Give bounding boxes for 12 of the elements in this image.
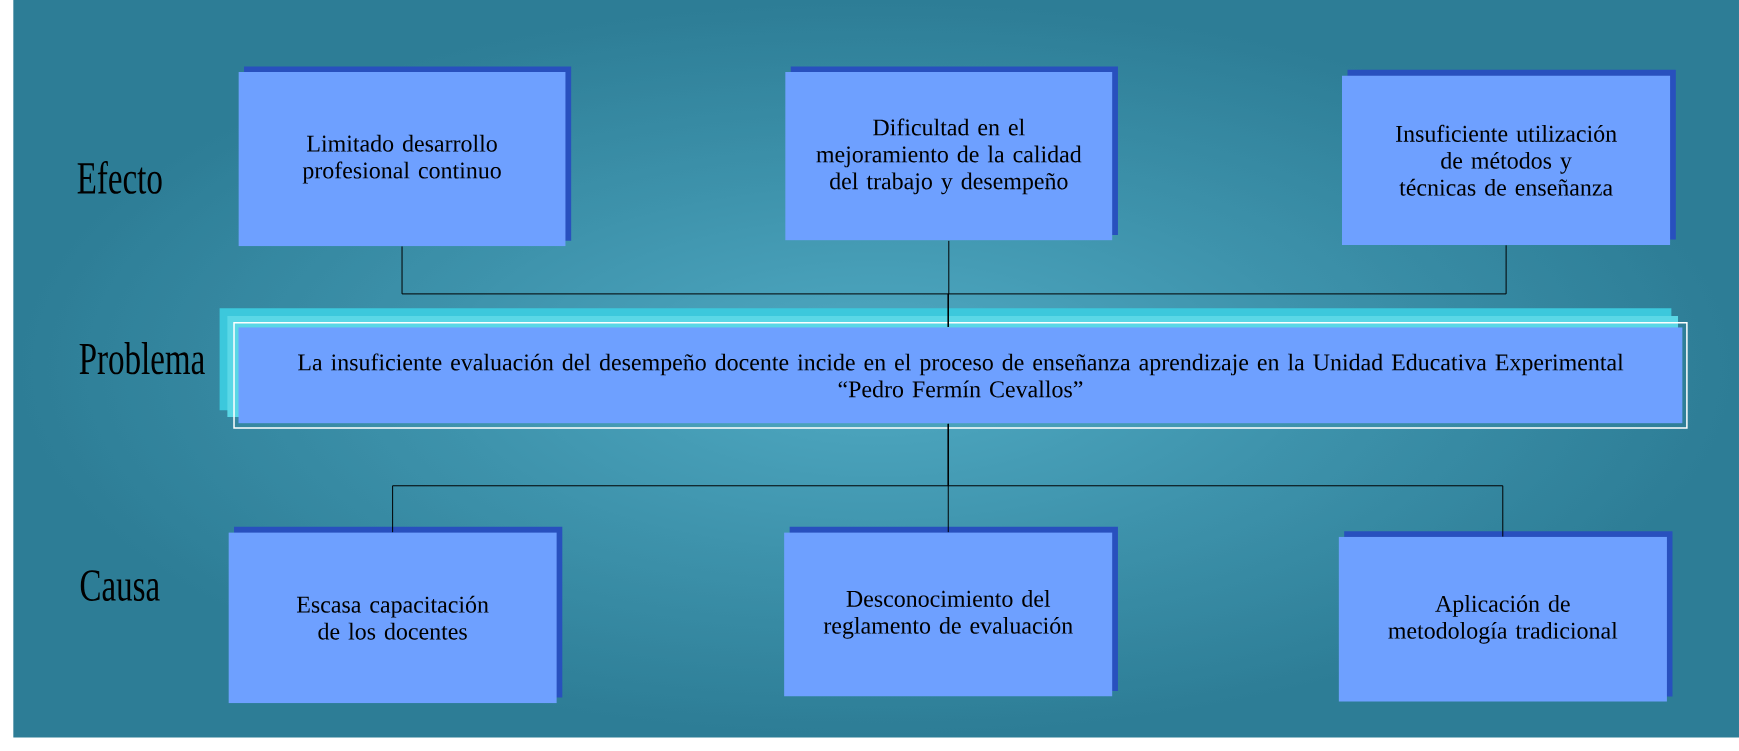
row-label: Causa bbox=[80, 570, 160, 602]
problem-box: La insuficiente evaluación del desempeño docente incide en el proceso de enseñanza aprendizaje en la Unidad Educativa Experimental “Pedro Fermín Cevallos” bbox=[219, 308, 1688, 429]
effect-box: Limitado desarrollo profesional continuo bbox=[238, 66, 572, 247]
row-label: Problema bbox=[79, 342, 205, 375]
row-label: Efecto bbox=[77, 161, 162, 194]
cause-box: Aplicación de metodología tradicional bbox=[1338, 531, 1673, 702]
connector-line bbox=[947, 244, 1507, 328]
effect-box: Insuficiente utilización de métodos y técnicas de enseñanza bbox=[1341, 69, 1676, 246]
cause-box: Escasa capacitación de los docentes bbox=[228, 526, 563, 704]
cause-box: Desconocimiento del reglamento de evaluación bbox=[784, 526, 1118, 697]
connector-line bbox=[947, 423, 1504, 538]
effect-box: Dificultad en el mejoramiento de la calidad del trabajo y desempeño bbox=[785, 66, 1118, 241]
